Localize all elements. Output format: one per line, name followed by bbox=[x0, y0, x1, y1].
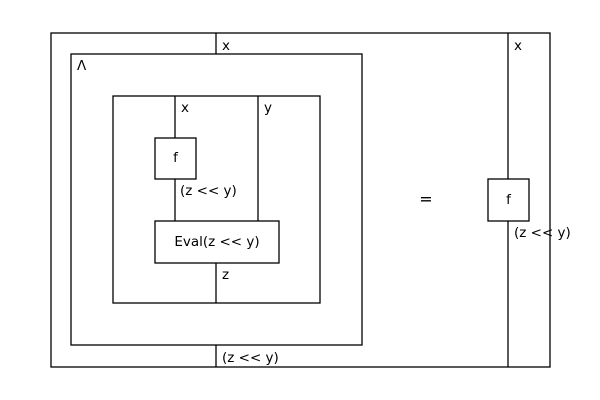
rhs-input-label: x bbox=[514, 38, 522, 54]
lhs-output-label: (z << y) bbox=[222, 350, 279, 366]
lhs-diagram: x Λ x y f (z << y) Eval(z << y) z (z << … bbox=[70, 33, 363, 367]
lhs-f-label: f bbox=[173, 150, 179, 166]
f-output-label: (z << y) bbox=[180, 183, 237, 199]
lhs-input-label: x bbox=[222, 38, 230, 54]
rhs-output-label: (z << y) bbox=[514, 225, 571, 241]
lambda-label: Λ bbox=[77, 58, 87, 74]
outer-frame bbox=[50, 32, 551, 368]
eval-box bbox=[154, 220, 280, 264]
rhs-f-label: f bbox=[506, 192, 512, 208]
rhs-diagram: x f (z << y) bbox=[487, 33, 571, 367]
inner-x-label: x bbox=[181, 100, 189, 116]
equals-sign: = bbox=[419, 190, 432, 209]
eval-label: Eval(z << y) bbox=[174, 234, 259, 250]
inner-y-label: y bbox=[264, 100, 272, 116]
eval-output-label: z bbox=[222, 267, 229, 283]
